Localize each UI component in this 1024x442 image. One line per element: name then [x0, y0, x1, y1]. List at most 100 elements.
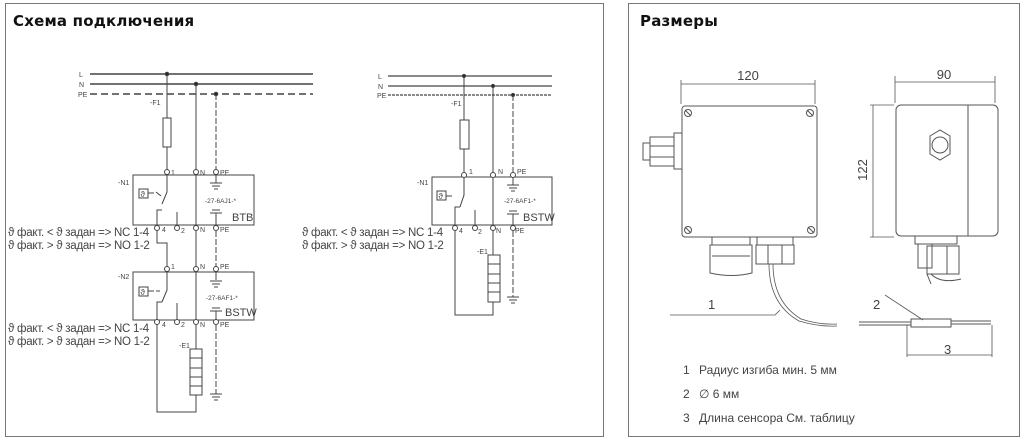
diagram-stroke [154, 319, 160, 325]
diagram-stroke [807, 226, 815, 234]
diagram-stroke [454, 231, 494, 316]
diagram-stroke [510, 225, 516, 231]
callout-3: 3 [944, 342, 951, 357]
diagram-label: -F1 [451, 101, 462, 108]
diagram-stroke [642, 132, 683, 170]
note-no-1: ϑ факт. > ϑ задан => NO 1-2 [8, 240, 150, 252]
diagram-label: PE [220, 264, 230, 271]
diagram-stroke [490, 225, 496, 231]
diagram-stroke [507, 296, 519, 304]
diagram-stroke [174, 225, 180, 231]
bus-label-n: N [79, 82, 84, 89]
diagram-label: N [496, 228, 501, 235]
bus-label-pe: PE [78, 92, 88, 99]
note-no-3: ϑ факт. > ϑ задан => NO 1-2 [302, 240, 444, 252]
diagram-label: ϑ [141, 190, 146, 199]
diagram-stroke [148, 175, 178, 226]
diagram-stroke [884, 294, 924, 321]
unit-n2-code: -27-6AF1-* [206, 295, 238, 302]
fuse-symbol [162, 117, 172, 148]
diagram-stroke [709, 237, 753, 276]
dimension-height: 122 [855, 159, 870, 181]
diagram-label: BSTW [523, 212, 555, 224]
diagram-stroke [487, 254, 501, 303]
wiring-panel [5, 3, 604, 437]
diagram-label: N [378, 84, 383, 91]
fuse-label: -F1 [150, 100, 161, 107]
ground-icon [210, 393, 222, 401]
diagram-stroke [156, 325, 197, 413]
diagram-stroke [164, 169, 170, 175]
diagram-stroke [755, 237, 795, 265]
diagram-stroke [929, 129, 951, 161]
diagram-stroke [193, 225, 199, 231]
heater-e1-symbol [189, 348, 203, 396]
diagram-label: N [200, 264, 205, 271]
diagram-label: PE [377, 93, 387, 100]
diagram-label: PE [220, 170, 230, 177]
diagram-stroke [906, 325, 993, 357]
dimension-depth: 90 [937, 67, 951, 82]
diagram-stroke [472, 225, 478, 231]
diagram-stroke [190, 357, 202, 387]
diagram-label: -27-6AF1-* [504, 198, 536, 205]
unit-n2-name: BSTW [225, 307, 257, 319]
dimensions-panel [628, 3, 1020, 437]
diagram-label: PE [515, 228, 525, 235]
diagram-label: 2 [181, 228, 185, 235]
bus-lines-2 [388, 73, 552, 98]
diagram-stroke [210, 272, 222, 320]
diagram-stroke [213, 266, 219, 272]
diagram-label: 4 [162, 322, 166, 329]
diagram-label: ϑ [439, 192, 444, 201]
dimensions-title: Размеры [640, 12, 718, 30]
diagram-stroke [156, 231, 197, 267]
diagram-stroke [931, 136, 949, 154]
diagram-stroke [488, 263, 500, 293]
diagram-stroke [452, 225, 458, 231]
diagram-label: N [498, 169, 503, 176]
bus-lines-1 [90, 71, 313, 97]
diagram-stroke [446, 177, 476, 225]
diagram-stroke: 1 N PE 4 2 N PE [459, 169, 527, 236]
diagram-stroke [461, 172, 467, 178]
callout-2: 2 [873, 297, 880, 312]
diagram-label: N [200, 227, 205, 234]
diagram-stroke [684, 109, 692, 117]
diagram-label: PE [220, 322, 230, 329]
diagram-stroke [174, 319, 180, 325]
diagram-stroke [154, 169, 219, 231]
unit-n2-box [132, 271, 255, 321]
diagram-label: PE [517, 169, 527, 176]
diagram-label: -E1 [477, 249, 488, 256]
unit-n1-id: -N1 [118, 180, 129, 187]
diagram-label: ϑ [141, 288, 146, 297]
diagram-stroke [806, 109, 814, 117]
note-nc-1: ϑ факт. < ϑ задан => NC 1-4 [8, 227, 149, 239]
diagram-stroke [768, 263, 838, 327]
diagram-stroke [680, 80, 816, 104]
diagram-stroke [213, 319, 219, 325]
diagram-label: L [378, 74, 382, 81]
unit-n2-id: -N2 [118, 274, 129, 281]
diagram-stroke [210, 175, 222, 225]
diagram-stroke [459, 119, 470, 150]
diagram-stroke: 1 N PE 4 2 N PE [162, 264, 230, 329]
diagram-stroke [193, 266, 199, 272]
diagram-label: 4 [459, 228, 463, 235]
diagram-stroke [193, 319, 199, 325]
diagram-stroke [914, 235, 962, 285]
diagram-label: PE [220, 227, 230, 234]
diagram-stroke [213, 169, 219, 175]
note-nc-2: ϑ факт. < ϑ задан => NC 1-4 [8, 323, 149, 335]
diagram-stroke [681, 105, 818, 238]
diagram-stroke [148, 272, 178, 320]
dimension-width: 120 [737, 68, 759, 83]
callout-1: 1 [708, 297, 715, 312]
diagram-label: 4 [162, 227, 166, 234]
diagram-stroke [859, 318, 991, 328]
side-view [895, 104, 999, 285]
diagram-label: -N1 [417, 180, 428, 187]
